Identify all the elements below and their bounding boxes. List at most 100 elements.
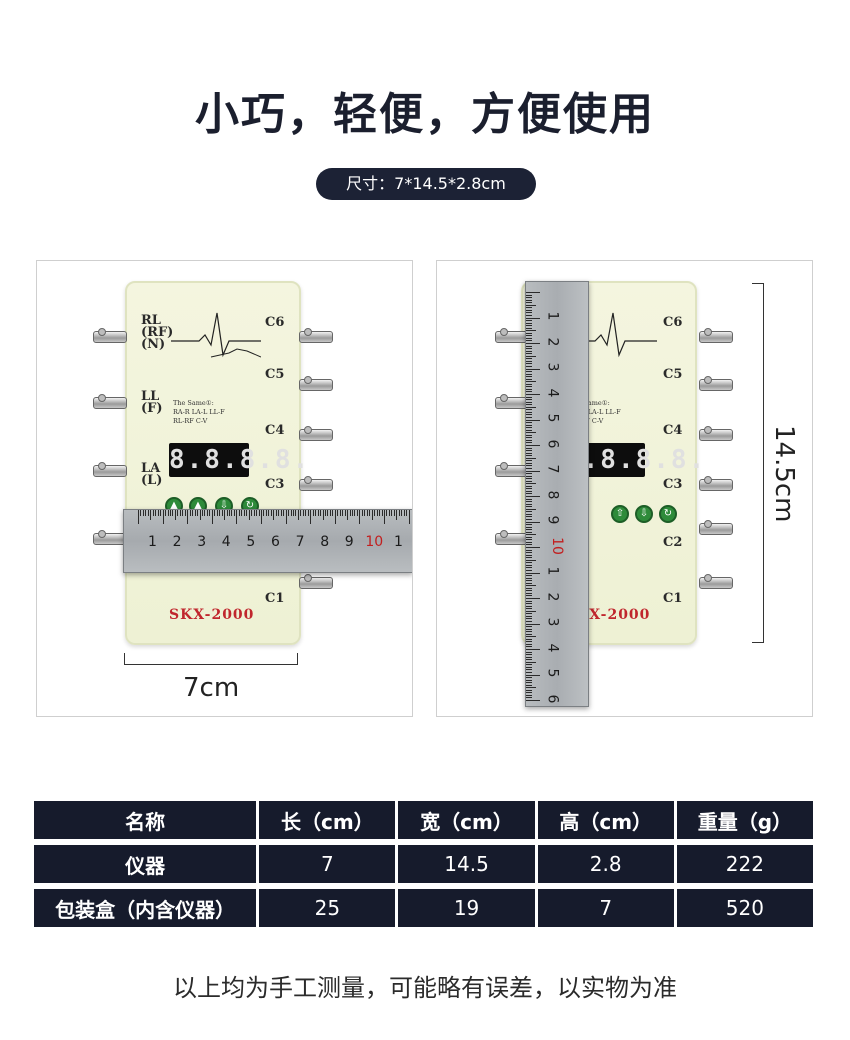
ruler-tick <box>388 510 390 516</box>
ruler-tick <box>526 376 532 378</box>
ruler-tick <box>526 419 540 421</box>
ruler-tick <box>317 510 319 516</box>
ruler-tick <box>526 322 532 324</box>
ruler-tick <box>386 510 388 516</box>
ruler-tick <box>290 510 292 516</box>
ruler-tick <box>526 618 532 620</box>
ruler-number: 9 <box>344 534 354 550</box>
ruler-tick <box>278 510 280 516</box>
ruler-tick <box>526 381 536 383</box>
ruler-tick <box>526 687 536 689</box>
ruler-tick <box>526 475 532 477</box>
ruler-number: 4 <box>544 388 561 397</box>
lead-connector <box>699 376 733 391</box>
ruler-tick <box>342 510 344 516</box>
ruler-tick <box>138 510 139 524</box>
ruler-tick <box>526 465 532 467</box>
ruler-tick <box>152 510 154 516</box>
ruler-tick <box>526 531 532 533</box>
lead-connector <box>699 328 733 343</box>
ruler-tick <box>155 510 157 516</box>
ruler-tick <box>526 317 540 319</box>
ruler-tick <box>211 510 213 524</box>
lead-connector <box>699 426 733 441</box>
ruler-tick <box>526 498 532 500</box>
ruler-tick <box>526 697 532 699</box>
ruler-tick <box>526 536 532 538</box>
ruler-number: 10 <box>548 536 565 555</box>
ruler-tick <box>526 297 532 299</box>
device-label-c1: C1 <box>265 591 285 606</box>
ruler-tick <box>224 510 226 520</box>
ruler-tick <box>401 510 403 516</box>
lead-connector <box>299 476 333 491</box>
ruler-tick <box>197 510 199 516</box>
spec-cell-name: 包装盒（内含仪器） <box>34 889 257 927</box>
ruler-tick <box>251 510 253 516</box>
ruler-tick <box>280 510 282 516</box>
ruler-tick <box>526 483 536 485</box>
ruler-tick <box>209 510 211 516</box>
ruler-tick <box>526 411 532 413</box>
ruler-tick <box>221 510 223 516</box>
ruler-tick <box>526 325 532 327</box>
ruler-tick <box>526 587 532 589</box>
device-button-3: ⇩ <box>635 505 653 523</box>
spec-cell-width: 14.5 <box>398 845 535 883</box>
ruler-tick <box>307 510 309 516</box>
ruler-tick <box>265 510 267 516</box>
ruler-tick <box>526 391 532 393</box>
ruler-tick <box>526 526 532 528</box>
ruler-tick <box>369 510 371 516</box>
device-label-c6: C6 <box>265 315 285 330</box>
device-label-la: LA (L) <box>141 461 163 488</box>
ruler-tick <box>526 592 532 594</box>
ruler-tick <box>150 510 152 520</box>
ruler-number: 3 <box>544 362 561 372</box>
ruler-tick <box>526 401 532 403</box>
ruler-tick <box>526 659 532 661</box>
ruler-tick <box>526 567 532 569</box>
device-label-c3: C3 <box>663 477 683 492</box>
ruler-tick <box>194 510 196 516</box>
ruler-tick <box>366 510 368 516</box>
ruler-tick <box>526 677 532 679</box>
ruler-number: 2 <box>544 337 561 346</box>
ruler-tick <box>526 360 532 362</box>
device-label-c4: C4 <box>265 423 285 438</box>
ruler-tick <box>526 365 532 367</box>
ruler-tick <box>169 510 171 516</box>
ruler-tick <box>526 442 532 444</box>
ruler-tick <box>526 320 532 322</box>
ruler-tick <box>526 513 532 515</box>
spec-cell-name: 仪器 <box>34 845 257 883</box>
ruler-tick <box>361 510 363 516</box>
ruler-tick <box>320 510 322 516</box>
ruler-tick <box>526 473 532 475</box>
ruler-number: 6 <box>544 439 561 448</box>
ruler-tick <box>526 605 532 607</box>
lead-connector <box>495 530 529 545</box>
ruler-tick <box>526 396 532 398</box>
ruler-tick <box>526 646 532 648</box>
ruler-tick <box>292 510 294 516</box>
ruler-tick <box>246 510 248 516</box>
ruler-tick <box>526 666 532 668</box>
ruler-tick <box>157 510 159 516</box>
ruler-tick <box>167 510 169 516</box>
ruler-number: 10 <box>365 534 384 550</box>
ruler-tick <box>327 510 329 516</box>
ruler-tick <box>371 510 373 520</box>
ruler-tick <box>526 541 532 543</box>
device-label-c5: C5 <box>265 367 285 382</box>
lead-connector <box>699 476 733 491</box>
ruler-number: 7 <box>295 534 305 550</box>
ruler-tick <box>526 580 532 582</box>
ruler-tick <box>285 510 287 524</box>
ruler-tick <box>526 399 532 401</box>
ruler-tick <box>329 510 331 516</box>
ruler-number: 5 <box>246 534 256 550</box>
ruler-number: 8 <box>320 534 330 550</box>
ruler-number: 3 <box>197 534 207 550</box>
ruler-tick <box>526 649 540 650</box>
